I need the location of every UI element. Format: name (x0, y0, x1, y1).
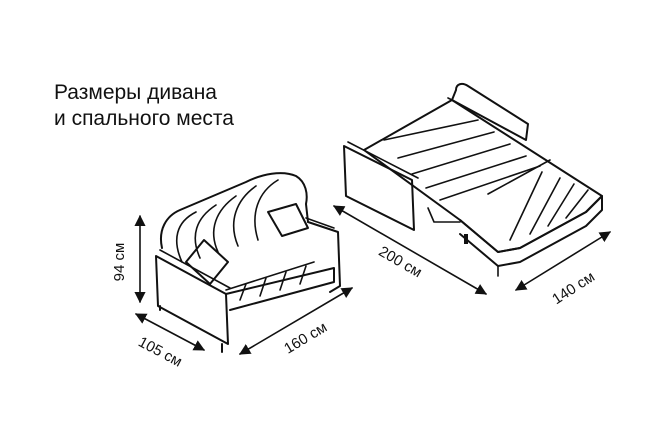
backrest-channel (194, 204, 217, 259)
mattress-foot-stripe (509, 171, 543, 241)
bed-mattress-side (459, 195, 603, 267)
sofa-left-armrest (155, 255, 229, 345)
mattress-stripe (439, 165, 541, 201)
title-line-1: Размеры дивана (54, 81, 217, 104)
height-dimension-label: 94 см (111, 243, 128, 282)
mattress-foot-stripe (565, 189, 589, 219)
length-dimension-line (333, 205, 487, 295)
backrest-channel (232, 185, 257, 247)
bed-mattress (363, 99, 603, 253)
mattress-foot-stripe (529, 177, 561, 235)
sofa-seat-line (299, 265, 307, 285)
sofa-pillow-left (185, 239, 229, 285)
sofa-backrest (160, 172, 309, 249)
sofa-seat-line (259, 277, 267, 297)
diagram-title: Размеры дивана и спального места (54, 80, 234, 132)
sofa-seat-top (225, 261, 315, 291)
backrest-channel (175, 211, 197, 263)
depth-dimension-line (135, 313, 205, 351)
length-dimension-label: 200 см (376, 243, 425, 281)
sofa-seat-line (279, 271, 287, 291)
backrest-channel (212, 195, 237, 253)
sofa-right-armrest-top (305, 217, 335, 229)
mattress-foot-stripe (547, 183, 575, 227)
bed-mechanism (427, 207, 461, 223)
sofa-pillow-right (267, 203, 309, 237)
sofa-seat-line (239, 283, 247, 301)
width-dimension-line (239, 287, 353, 355)
mattress-stripe (425, 155, 527, 189)
mattress-fold-line (487, 159, 551, 195)
mattress-stripe (411, 143, 511, 175)
mattress-stripe (383, 119, 479, 141)
sofa-right-armrest (307, 221, 341, 293)
bed-front-armrest-top (347, 141, 419, 179)
mattress-stripe (397, 131, 495, 159)
bed-width-dimension-label: 140 см (549, 268, 598, 308)
bed-support-leg (464, 234, 468, 244)
depth-dimension-label: 105 см (135, 333, 184, 370)
backrest-channel (254, 179, 279, 241)
title-line-2: и спального места (54, 107, 234, 130)
bed-width-dimension-line (515, 231, 611, 291)
bed-back-frame (451, 82, 529, 141)
